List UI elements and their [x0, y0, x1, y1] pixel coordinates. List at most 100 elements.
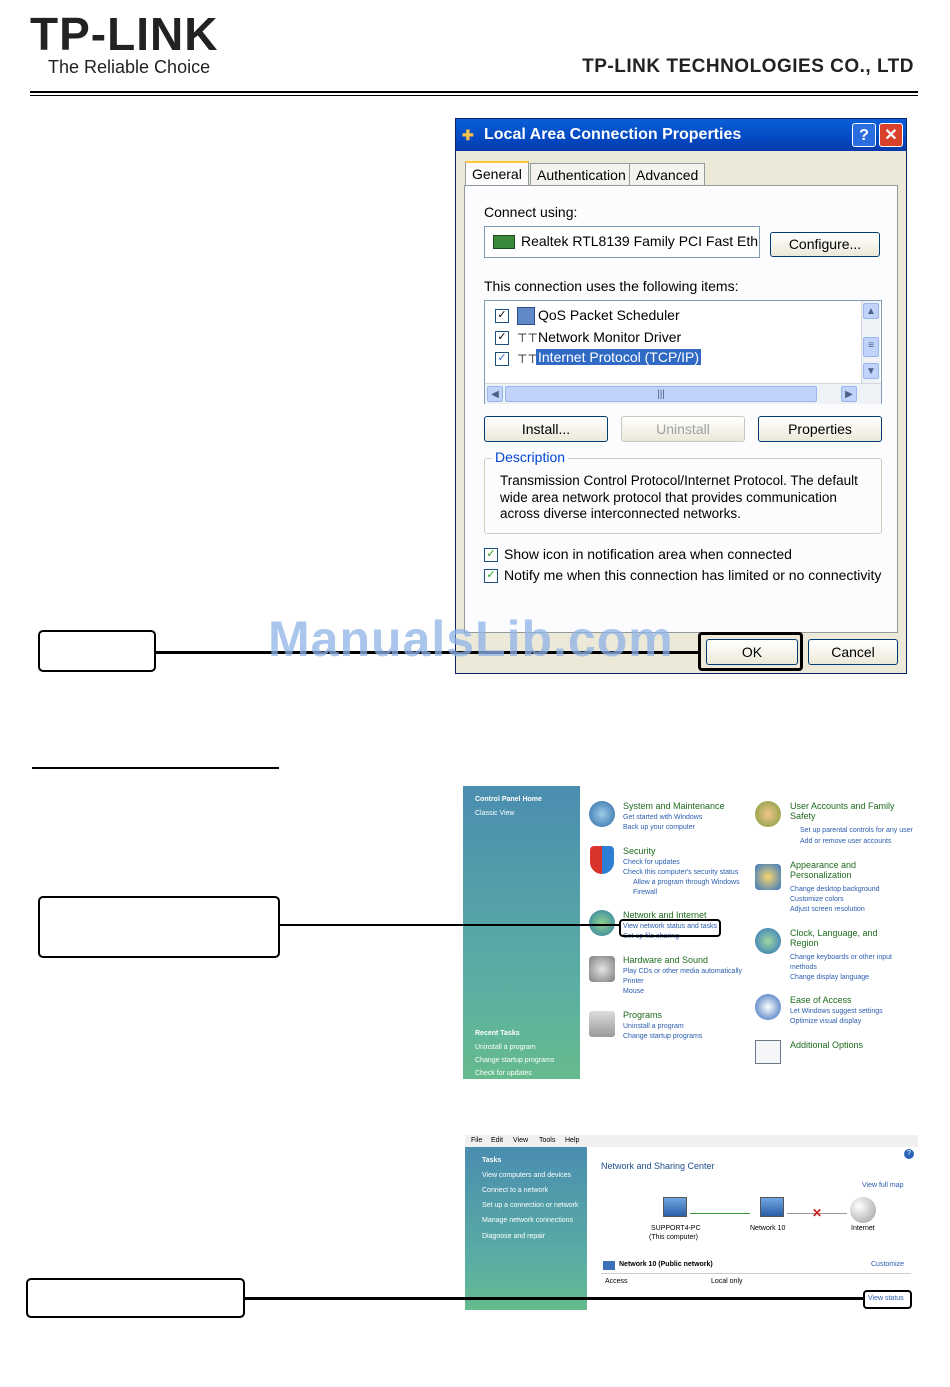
- items-label: This connection uses the following items…: [484, 278, 739, 294]
- notify-label: Notify me when this connection has limit…: [504, 567, 882, 583]
- category-link[interactable]: Change display language: [790, 974, 870, 981]
- scroll-left-icon[interactable]: ◀: [487, 386, 503, 402]
- checkbox-icon[interactable]: ✓: [495, 331, 509, 345]
- category-link[interactable]: Let Windows suggest settings: [790, 1008, 883, 1015]
- sidebar-classic-link[interactable]: Classic View: [475, 810, 515, 817]
- horizontal-scrollbar[interactable]: ◀ ||| ▶: [485, 383, 881, 404]
- category-title[interactable]: System and Maintenance: [623, 801, 725, 811]
- scroll-thumb-horizontal[interactable]: |||: [505, 386, 817, 402]
- dialog-title: Local Area Connection Properties: [484, 126, 742, 143]
- control-panel-sidebar: Control Panel Home Classic View Recent T…: [463, 786, 580, 1079]
- checkbox-icon[interactable]: ✓: [495, 352, 509, 366]
- category-link[interactable]: Mouse: [623, 988, 645, 995]
- dialog-titlebar[interactable]: ✚ Local Area Connection Properties ? ✕: [456, 119, 906, 151]
- scroll-down-icon[interactable]: ▼: [863, 363, 879, 379]
- menu-edit[interactable]: Edit: [491, 1137, 504, 1144]
- customize-link[interactable]: Customize: [871, 1261, 905, 1268]
- category-link[interactable]: Check this computer's security status: [623, 869, 739, 876]
- scheduler-icon: [517, 307, 535, 325]
- scroll-right-icon[interactable]: ▶: [841, 386, 857, 402]
- task-link[interactable]: View computers and devices: [482, 1172, 571, 1179]
- category-link[interactable]: Customize colors: [790, 896, 844, 903]
- network-internet-icon: [589, 910, 615, 936]
- menu-tools[interactable]: Tools: [539, 1137, 556, 1144]
- checkbox-icon[interactable]: ✓: [495, 309, 509, 323]
- category-link[interactable]: Optimize visual display: [790, 1018, 862, 1025]
- appearance-icon: [755, 864, 781, 890]
- category-link[interactable]: Check for updates: [623, 859, 680, 866]
- category-title[interactable]: Clock, Language, and Region: [790, 928, 878, 948]
- list-item[interactable]: ✓ ⊤⊤ Internet Protocol (TCP/IP): [493, 348, 853, 370]
- category-link[interactable]: Set up parental controls for any user: [800, 827, 913, 834]
- components-list[interactable]: ✓ QoS Packet Scheduler ✓ ⊤⊤ Network Moni…: [484, 300, 882, 404]
- task-link[interactable]: Manage network connections: [482, 1217, 574, 1224]
- category-link[interactable]: Change desktop background: [790, 886, 880, 893]
- configure-button[interactable]: Configure...: [770, 232, 880, 257]
- category-title[interactable]: Programs: [623, 1010, 663, 1020]
- recent-task-link[interactable]: Check for updates: [475, 1070, 532, 1077]
- general-tab-panel: Connect using: Realtek RTL8139 Family PC…: [464, 185, 898, 633]
- help-button[interactable]: ?: [852, 123, 876, 147]
- menu-help[interactable]: Help: [565, 1137, 580, 1144]
- properties-button[interactable]: Properties: [758, 416, 882, 442]
- category-link[interactable]: Change startup programs: [623, 1033, 703, 1040]
- tab-advanced[interactable]: Advanced: [629, 163, 706, 185]
- view-full-map-link[interactable]: View full map: [862, 1182, 904, 1189]
- close-button[interactable]: ✕: [879, 123, 903, 147]
- list-item-label: Internet Protocol (TCP/IP): [536, 349, 702, 365]
- adapter-field: Realtek RTL8139 Family PCI Fast Eth: [484, 226, 760, 258]
- connect-using-label: Connect using:: [484, 204, 578, 220]
- computer-sub: (This computer): [649, 1234, 699, 1241]
- category-link[interactable]: Allow a program through Windows Firewall: [633, 879, 740, 896]
- menu-bar: File Edit View Tools Help: [465, 1135, 918, 1147]
- category-title[interactable]: Ease of Access: [790, 995, 852, 1005]
- help-icon[interactable]: ?: [904, 1149, 914, 1159]
- category-title[interactable]: User Accounts and Family Safety: [790, 801, 895, 821]
- show-icon-label: Show icon in notification area when conn…: [504, 546, 792, 562]
- category-title[interactable]: Appearance and Personalization: [790, 860, 857, 880]
- category-title[interactable]: Network and Internet: [623, 910, 707, 920]
- category-link[interactable]: Back up your computer: [623, 824, 695, 831]
- scroll-thumb[interactable]: ≡: [863, 337, 879, 357]
- show-icon-option[interactable]: ✓ Show icon in notification area when co…: [484, 546, 884, 566]
- category-link[interactable]: Printer: [623, 978, 644, 985]
- menu-view[interactable]: View: [513, 1137, 529, 1144]
- view-status-link[interactable]: View status: [868, 1295, 904, 1302]
- notify-option[interactable]: ✓ Notify me when this connection has lim…: [484, 567, 884, 587]
- category-title[interactable]: Additional Options: [790, 1040, 864, 1050]
- category-link[interactable]: Play CDs or other media automatically: [623, 968, 743, 975]
- checkbox-icon[interactable]: ✓: [484, 548, 498, 562]
- install-button[interactable]: Install...: [484, 416, 608, 442]
- internet-label: Internet: [851, 1225, 875, 1232]
- list-item-label: Network Monitor Driver: [538, 329, 682, 345]
- callout-box: [38, 896, 280, 958]
- task-link[interactable]: Diagnose and repair: [482, 1233, 546, 1240]
- recent-task-link[interactable]: Change startup programs: [475, 1057, 555, 1064]
- category-link[interactable]: Add or remove user accounts: [800, 838, 892, 845]
- view-network-status-link[interactable]: View network status and tasks: [623, 923, 718, 930]
- task-link[interactable]: Connect to a network: [482, 1187, 549, 1194]
- tab-general[interactable]: General: [465, 161, 529, 186]
- menu-file[interactable]: File: [471, 1137, 483, 1144]
- sidebar-home-link[interactable]: Control Panel Home: [475, 796, 542, 803]
- cancel-button[interactable]: Cancel: [808, 639, 898, 665]
- task-link[interactable]: Set up a connection or network: [482, 1202, 579, 1209]
- checkbox-icon[interactable]: ✓: [484, 569, 498, 583]
- list-item[interactable]: ✓ QoS Packet Scheduler: [493, 305, 853, 327]
- tab-authentication[interactable]: Authentication: [530, 163, 633, 185]
- category-link[interactable]: Adjust screen resolution: [790, 906, 865, 913]
- uninstall-button[interactable]: Uninstall: [621, 416, 745, 442]
- ok-button[interactable]: OK: [706, 639, 798, 665]
- list-item[interactable]: ✓ ⊤⊤ Network Monitor Driver: [493, 327, 853, 349]
- category-title[interactable]: Hardware and Sound: [623, 955, 709, 965]
- scroll-up-icon[interactable]: ▲: [863, 303, 879, 319]
- network-protocol-icon: ⊤⊤: [517, 352, 538, 366]
- category-link[interactable]: Uninstall a program: [623, 1023, 684, 1030]
- category-link[interactable]: Get started with Windows: [623, 814, 703, 821]
- vertical-scrollbar[interactable]: ▲ ≡ ▼: [861, 301, 880, 383]
- category-link[interactable]: Change keyboards or other input methods: [790, 954, 892, 971]
- category-title[interactable]: Security: [623, 846, 656, 856]
- recent-task-link[interactable]: Uninstall a program: [475, 1044, 536, 1051]
- network-row-label: Network 10 (Public network): [619, 1261, 713, 1268]
- list-item-label: QoS Packet Scheduler: [538, 307, 680, 323]
